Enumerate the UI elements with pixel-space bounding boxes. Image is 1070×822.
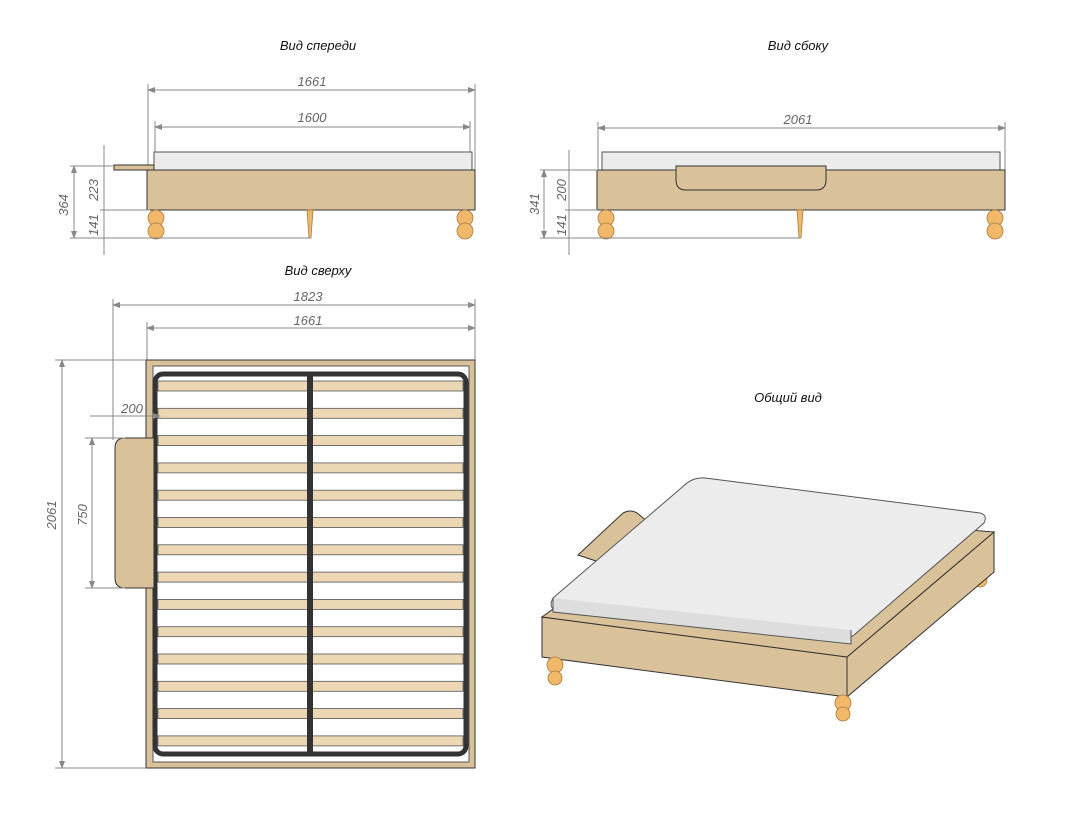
slats bbox=[157, 380, 464, 747]
dim-top-length: 2061 bbox=[44, 501, 59, 531]
dim-front-mattress: 1600 bbox=[298, 110, 328, 125]
slat bbox=[311, 626, 464, 638]
slat bbox=[157, 435, 309, 447]
slat bbox=[157, 544, 309, 556]
slat bbox=[157, 571, 309, 583]
dim-side-leg-height: 141 bbox=[554, 214, 569, 236]
slat bbox=[311, 735, 464, 747]
dim-front-leg-height: 141 bbox=[86, 214, 101, 236]
slat bbox=[311, 708, 464, 719]
slat bbox=[311, 653, 464, 665]
dim-top-shelf-length: 750 bbox=[75, 503, 90, 525]
front-view: Вид спереди 1661 1600 364 223 141 bbox=[56, 38, 476, 255]
slat bbox=[311, 517, 464, 528]
dim-side-length: 2061 bbox=[783, 112, 813, 127]
slat bbox=[157, 462, 309, 474]
top-view: Вид сверху 1823 1661 200 750 2061 bbox=[44, 263, 476, 769]
slat bbox=[311, 599, 464, 610]
dim-front-frame-height: 223 bbox=[86, 178, 101, 201]
slat bbox=[311, 571, 464, 583]
slat bbox=[157, 407, 309, 419]
shelf bbox=[113, 164, 155, 171]
slat bbox=[311, 544, 464, 556]
dim-top-shelf-depth: 200 bbox=[120, 401, 143, 416]
slat bbox=[311, 380, 464, 392]
dim-front-total-height: 364 bbox=[56, 194, 71, 216]
slat bbox=[157, 653, 309, 665]
slat bbox=[311, 462, 464, 474]
slat bbox=[157, 680, 309, 692]
front-view-title: Вид спереди bbox=[280, 38, 356, 53]
slat bbox=[157, 735, 309, 747]
dim-top-frame-width: 1661 bbox=[294, 313, 323, 328]
slat bbox=[157, 517, 309, 528]
mattress bbox=[153, 151, 473, 171]
slat bbox=[311, 680, 464, 692]
top-view-title: Вид сверху bbox=[285, 263, 353, 278]
dim-side-total-height: 341 bbox=[527, 193, 542, 215]
side-view-title: Вид сбоку bbox=[768, 38, 830, 53]
dim-front-width: 1661 bbox=[298, 74, 327, 89]
iso-view-title: Общий вид bbox=[754, 390, 822, 405]
slat bbox=[157, 626, 309, 638]
slat bbox=[157, 489, 309, 501]
slat bbox=[311, 435, 464, 447]
frame bbox=[146, 169, 476, 211]
slat bbox=[311, 407, 464, 419]
slat bbox=[311, 489, 464, 501]
dim-top-overall-width: 1823 bbox=[294, 289, 324, 304]
slat bbox=[157, 708, 309, 719]
slat bbox=[157, 599, 309, 610]
slat bbox=[157, 380, 309, 392]
shelf bbox=[114, 437, 155, 589]
side-view: Вид сбоку 2061 341 200 141 bbox=[527, 38, 1006, 255]
iso-view: Общий вид bbox=[540, 390, 996, 722]
dim-side-frame-height: 200 bbox=[554, 178, 569, 201]
